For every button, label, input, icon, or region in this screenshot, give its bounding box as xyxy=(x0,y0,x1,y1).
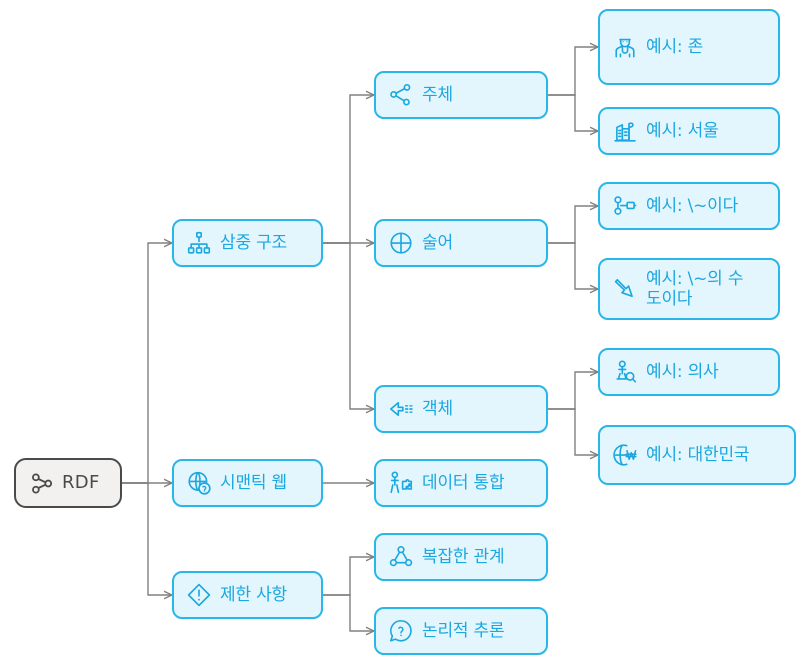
node-label: 복잡한 관계 xyxy=(422,546,505,567)
hierarchy-icon xyxy=(186,230,212,256)
node-label: 술어 xyxy=(422,232,453,253)
node-example-seoul[interactable]: 예시: 서울 xyxy=(598,107,780,155)
node-triple-structure[interactable]: 삼중 구조 xyxy=(172,219,323,267)
node-example-is-a[interactable]: 예시: \~이다 xyxy=(598,182,780,230)
node-label: 주체 xyxy=(422,84,453,105)
node-label: 예시: 존 xyxy=(646,36,704,57)
share-network-icon xyxy=(388,82,414,108)
arrow-down-right-icon xyxy=(612,276,638,302)
globe-won-icon xyxy=(612,442,638,468)
node-predicate[interactable]: 술어 xyxy=(374,219,548,267)
node-label: 예시: 의사 xyxy=(646,361,719,382)
node-label: 논리적 추론 xyxy=(422,620,505,641)
nodes-relation-icon xyxy=(388,544,414,570)
share-nodes-icon xyxy=(28,470,54,496)
node-example-doctor[interactable]: 예시: 의사 xyxy=(598,348,780,396)
node-subject[interactable]: 주체 xyxy=(374,71,548,119)
person-puzzle-icon xyxy=(388,470,414,496)
doctor-person-icon xyxy=(612,34,638,60)
node-label: 삼중 구조 xyxy=(220,232,287,253)
node-label: 제한 사항 xyxy=(220,584,287,605)
node-link-icon xyxy=(612,193,638,219)
node-example-korea[interactable]: 예시: 대한민국 xyxy=(598,425,796,485)
node-label: 데이터 통합 xyxy=(422,472,505,493)
person-search-icon xyxy=(612,359,638,385)
circle-cross-icon xyxy=(388,230,414,256)
node-label: 예시: \~이다 xyxy=(646,195,739,216)
node-object[interactable]: 객체 xyxy=(374,385,548,433)
node-limitations[interactable]: 제한 사항 xyxy=(172,571,323,619)
node-label: 예시: 대한민국 xyxy=(646,444,750,465)
globe-question-icon xyxy=(186,470,212,496)
city-buildings-icon xyxy=(612,118,638,144)
node-label: 예시: 서울 xyxy=(646,120,719,141)
node-semantic-web[interactable]: 시맨틱 웹 xyxy=(172,459,323,507)
node-data-integration[interactable]: 데이터 통합 xyxy=(374,459,548,507)
speech-question-icon xyxy=(388,618,414,644)
node-example-capital-of[interactable]: 예시: \~의 수 도이다 xyxy=(598,258,780,320)
node-root-rdf[interactable]: RDF xyxy=(14,458,122,508)
node-complex-relations[interactable]: 복잡한 관계 xyxy=(374,533,548,581)
node-label: 객체 xyxy=(422,398,453,419)
node-label: 시맨틱 웹 xyxy=(220,472,287,493)
node-logical-inference[interactable]: 논리적 추론 xyxy=(374,607,548,655)
node-example-john[interactable]: 예시: 존 xyxy=(598,9,780,85)
arrow-left-dashed-icon xyxy=(388,396,414,422)
node-label: 예시: \~의 수 도이다 xyxy=(646,268,744,309)
node-label: RDF xyxy=(62,472,100,494)
warning-diamond-icon xyxy=(186,582,212,608)
